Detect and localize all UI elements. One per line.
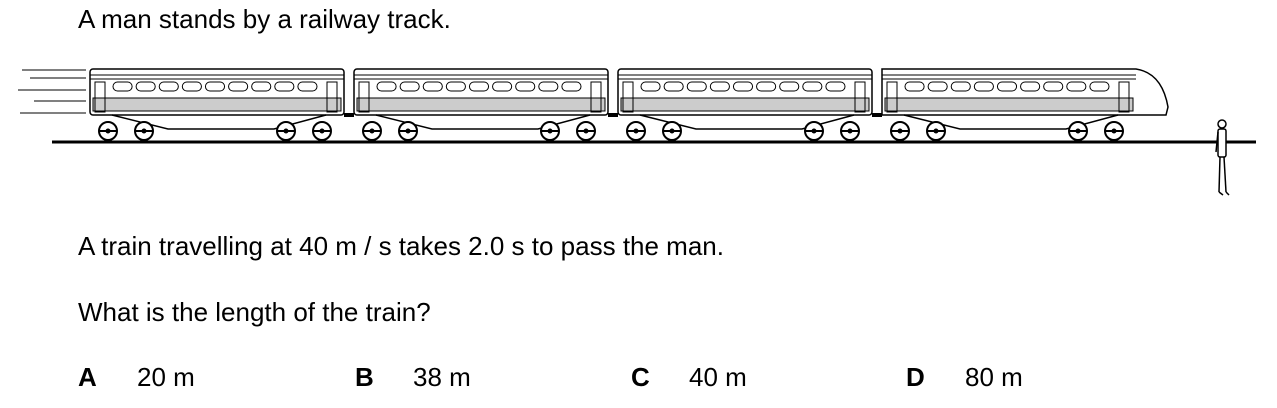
motion-lines-icon <box>18 69 86 114</box>
train-icon <box>89 68 1169 141</box>
statement-text: A train travelling at 40 m / s takes 2.0… <box>78 231 724 261</box>
train-diagram <box>18 68 1256 196</box>
intro-text: A man stands by a railway track. <box>78 4 451 34</box>
option-c-value[interactable]: 40 m <box>689 362 747 392</box>
carriage-coupling <box>344 113 354 117</box>
option-b-value[interactable]: 38 m <box>413 362 471 392</box>
train-carriage <box>89 68 345 141</box>
question-text: What is the length of the train? <box>78 297 431 327</box>
carriage-coupling <box>608 113 618 117</box>
train-carriage <box>617 68 873 141</box>
option-d-value[interactable]: 80 m <box>965 362 1023 392</box>
train-carriage <box>353 68 609 141</box>
option-b-letter: B <box>355 362 374 392</box>
man-icon <box>1215 119 1230 196</box>
train-carriage <box>881 68 1169 141</box>
carriage-coupling <box>872 113 882 117</box>
option-a-letter: A <box>78 362 97 392</box>
option-c-letter: C <box>631 362 650 392</box>
option-d-letter: D <box>906 362 925 392</box>
option-a-value[interactable]: 20 m <box>137 362 195 392</box>
